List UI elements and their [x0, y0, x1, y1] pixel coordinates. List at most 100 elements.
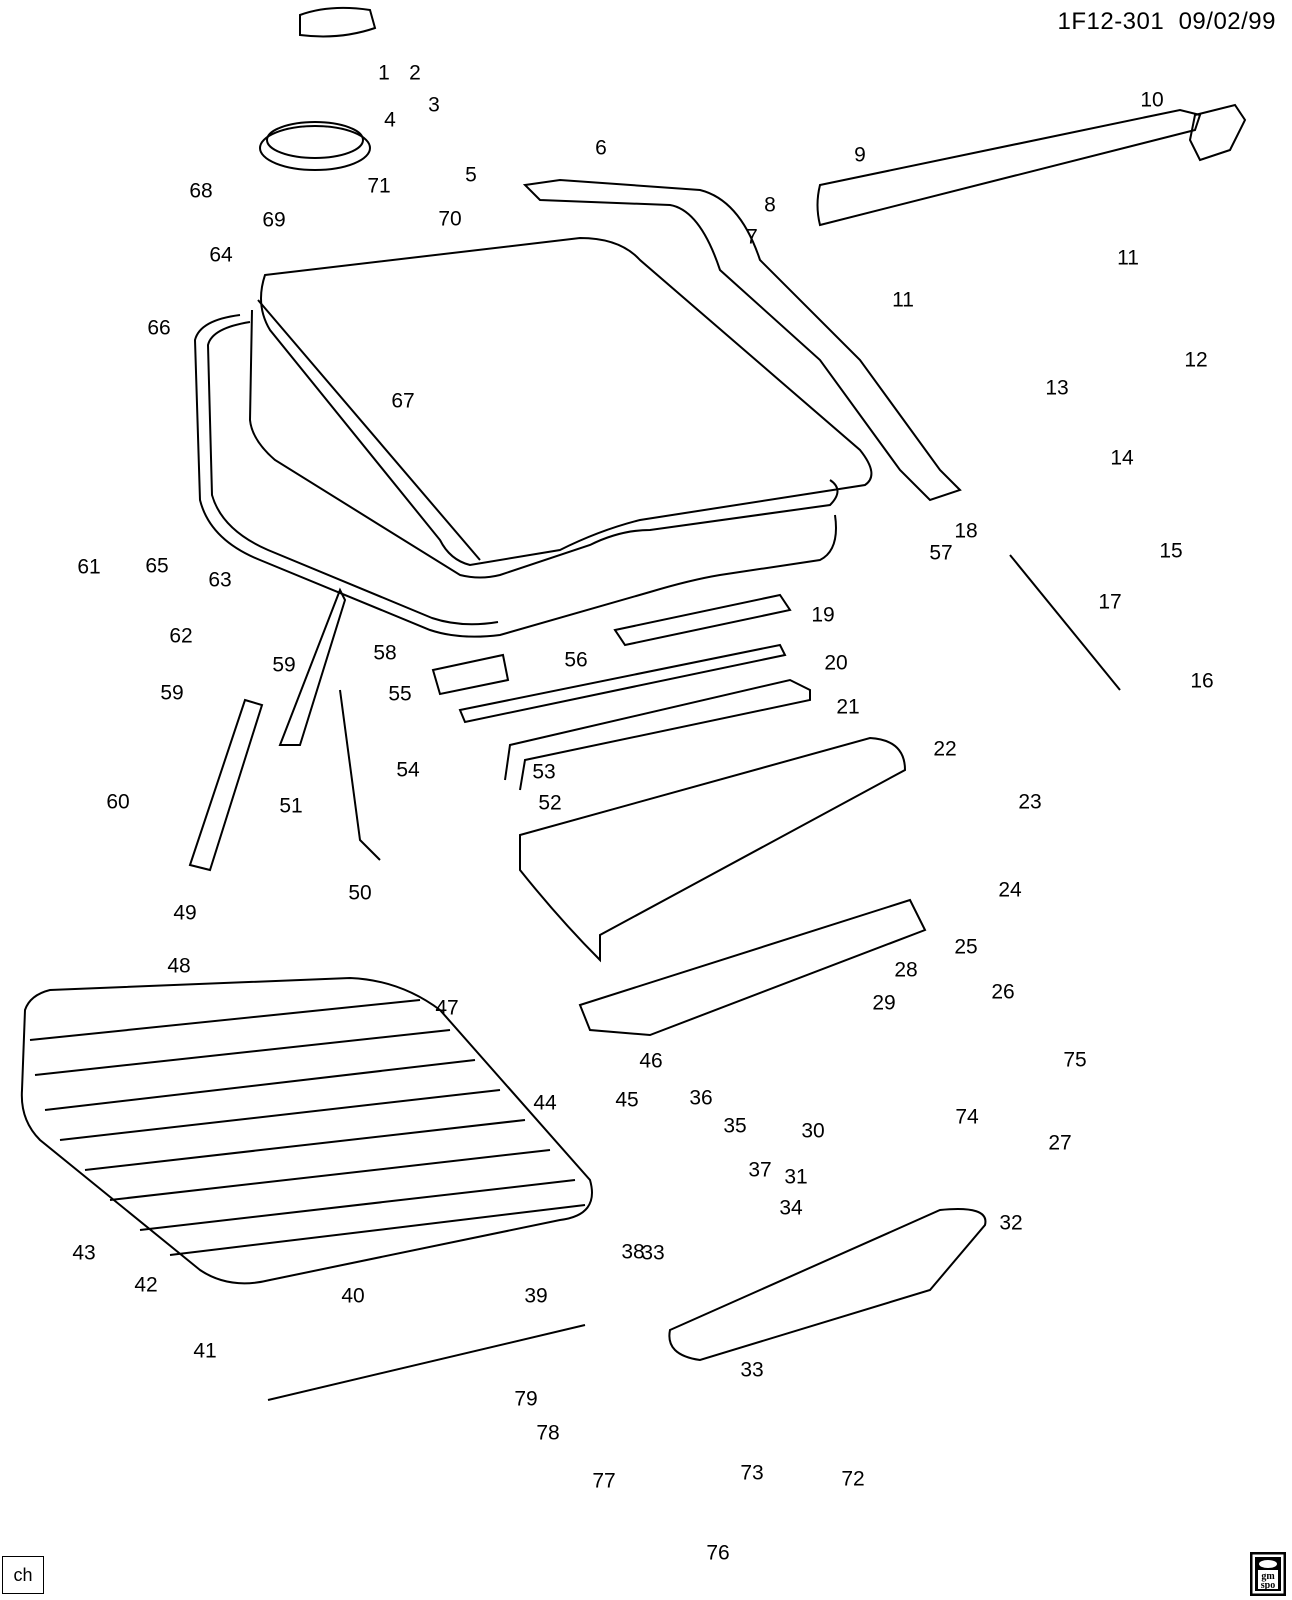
callout-39: 39 [524, 1284, 548, 1308]
callout-48: 48 [167, 954, 191, 978]
callout-78: 78 [536, 1421, 560, 1445]
gm-spo-logo: gm spo [1250, 1552, 1286, 1596]
hatch-glass-inner [248, 309, 839, 579]
callout-20: 20 [824, 651, 848, 675]
callout-27: 27 [1048, 1131, 1072, 1155]
callout-32: 32 [999, 1211, 1023, 1235]
diagram-code: 1F12-301 [1057, 8, 1165, 35]
callout-15: 15 [1159, 539, 1183, 563]
callout-74: 74 [955, 1105, 979, 1129]
callout-29: 29 [872, 991, 896, 1015]
bracket-25 [578, 898, 927, 1037]
callout-22: 22 [933, 737, 957, 761]
callout-16: 16 [1190, 669, 1214, 693]
callout-45: 45 [615, 1088, 639, 1112]
callout-79: 79 [514, 1387, 538, 1411]
callout-21: 21 [836, 695, 860, 719]
callout-26: 26 [991, 980, 1015, 1004]
spoiler [816, 108, 1202, 227]
callout-1: 1 [378, 61, 390, 85]
diagram-date: 09/02/99 [1178, 8, 1276, 35]
callout-62: 62 [169, 624, 193, 648]
callout-18: 18 [954, 519, 978, 543]
hatch-glass-frame [260, 236, 873, 567]
callout-44: 44 [533, 1091, 557, 1115]
callout-76: 76 [706, 1541, 730, 1565]
callout-67: 67 [391, 389, 415, 413]
callout-60: 60 [106, 790, 130, 814]
callout-51: 51 [279, 794, 303, 818]
callout-72: 72 [841, 1467, 865, 1491]
callout-5: 5 [465, 163, 477, 187]
corner-label: ch [2, 1556, 44, 1594]
callout-66: 66 [147, 316, 171, 340]
callout-9: 9 [854, 143, 866, 167]
callout-59: 59 [272, 653, 296, 677]
callout-31: 31 [784, 1165, 808, 1189]
callout-17: 17 [1098, 590, 1122, 614]
callout-73: 73 [740, 1461, 764, 1485]
callout-54: 54 [396, 758, 420, 782]
callout-12: 12 [1184, 348, 1208, 372]
hinge-rail [522, 178, 962, 502]
roof-panel-ribs [29, 999, 586, 1256]
callout-8: 8 [764, 193, 776, 217]
callout-33: 33 [740, 1358, 764, 1382]
callout-53: 53 [532, 760, 556, 784]
callout-14: 14 [1110, 446, 1134, 470]
callout-58: 58 [373, 641, 397, 665]
callout-11: 11 [1117, 246, 1139, 270]
weatherstrip-56-inner [206, 321, 499, 626]
callout-25: 25 [954, 935, 978, 959]
callout-69: 69 [262, 208, 286, 232]
callout-19: 19 [811, 603, 835, 627]
tray-32 [668, 1208, 987, 1362]
callout-77: 77 [592, 1469, 616, 1493]
gas-strut [1009, 554, 1121, 691]
callout-56: 56 [564, 648, 588, 672]
callout-24: 24 [998, 878, 1022, 902]
callout-37: 37 [748, 1158, 772, 1182]
roof-panel [20, 976, 593, 1285]
callout-46: 46 [639, 1049, 663, 1073]
callout-3: 3 [428, 93, 440, 117]
callout-41: 41 [193, 1339, 217, 1363]
callout-38: 38 [621, 1240, 645, 1264]
callout-4: 4 [384, 108, 396, 132]
callout-70: 70 [438, 207, 462, 231]
callout-11: 11 [892, 288, 914, 312]
callout-61: 61 [77, 555, 101, 579]
callout-64: 64 [209, 243, 233, 267]
callout-6: 6 [595, 136, 607, 160]
callout-40: 40 [341, 1284, 365, 1308]
weatherstrip-56 [193, 314, 837, 638]
svg-text:spo: spo [1261, 1580, 1275, 1591]
callout-59: 59 [160, 681, 184, 705]
callout-50: 50 [348, 881, 372, 905]
callout-65: 65 [145, 554, 169, 578]
callout-63: 63 [208, 568, 232, 592]
callout-10: 10 [1140, 88, 1164, 112]
callout-55: 55 [388, 682, 412, 706]
callout-35: 35 [723, 1114, 747, 1138]
callout-75: 75 [1063, 1048, 1087, 1072]
callout-52: 52 [538, 791, 562, 815]
callout-23: 23 [1018, 790, 1042, 814]
callout-57: 57 [929, 541, 953, 565]
callout-13: 13 [1045, 376, 1069, 400]
brake-light [299, 6, 377, 38]
callout-47: 47 [435, 996, 459, 1020]
callout-68: 68 [189, 179, 213, 203]
callout-30: 30 [801, 1119, 825, 1143]
svg-text:gm: gm [1261, 1571, 1275, 1582]
callout-34: 34 [779, 1196, 803, 1220]
callout-71: 71 [367, 174, 391, 198]
callout-42: 42 [134, 1273, 158, 1297]
callout-49: 49 [173, 901, 197, 925]
callout-43: 43 [72, 1241, 96, 1265]
callout-36: 36 [689, 1086, 713, 1110]
diagram-header: 1F12-301 09/02/99 [1057, 8, 1276, 36]
trim-panel [519, 736, 907, 963]
